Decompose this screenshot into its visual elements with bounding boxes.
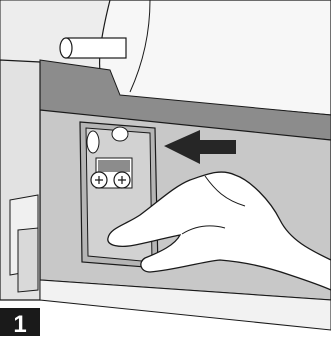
guide-rod-icon [60, 38, 126, 58]
left-bracket-lower [18, 228, 38, 292]
step-number-badge: 1 [0, 308, 40, 336]
screw-icon [114, 172, 130, 188]
screw-icon [91, 172, 107, 188]
